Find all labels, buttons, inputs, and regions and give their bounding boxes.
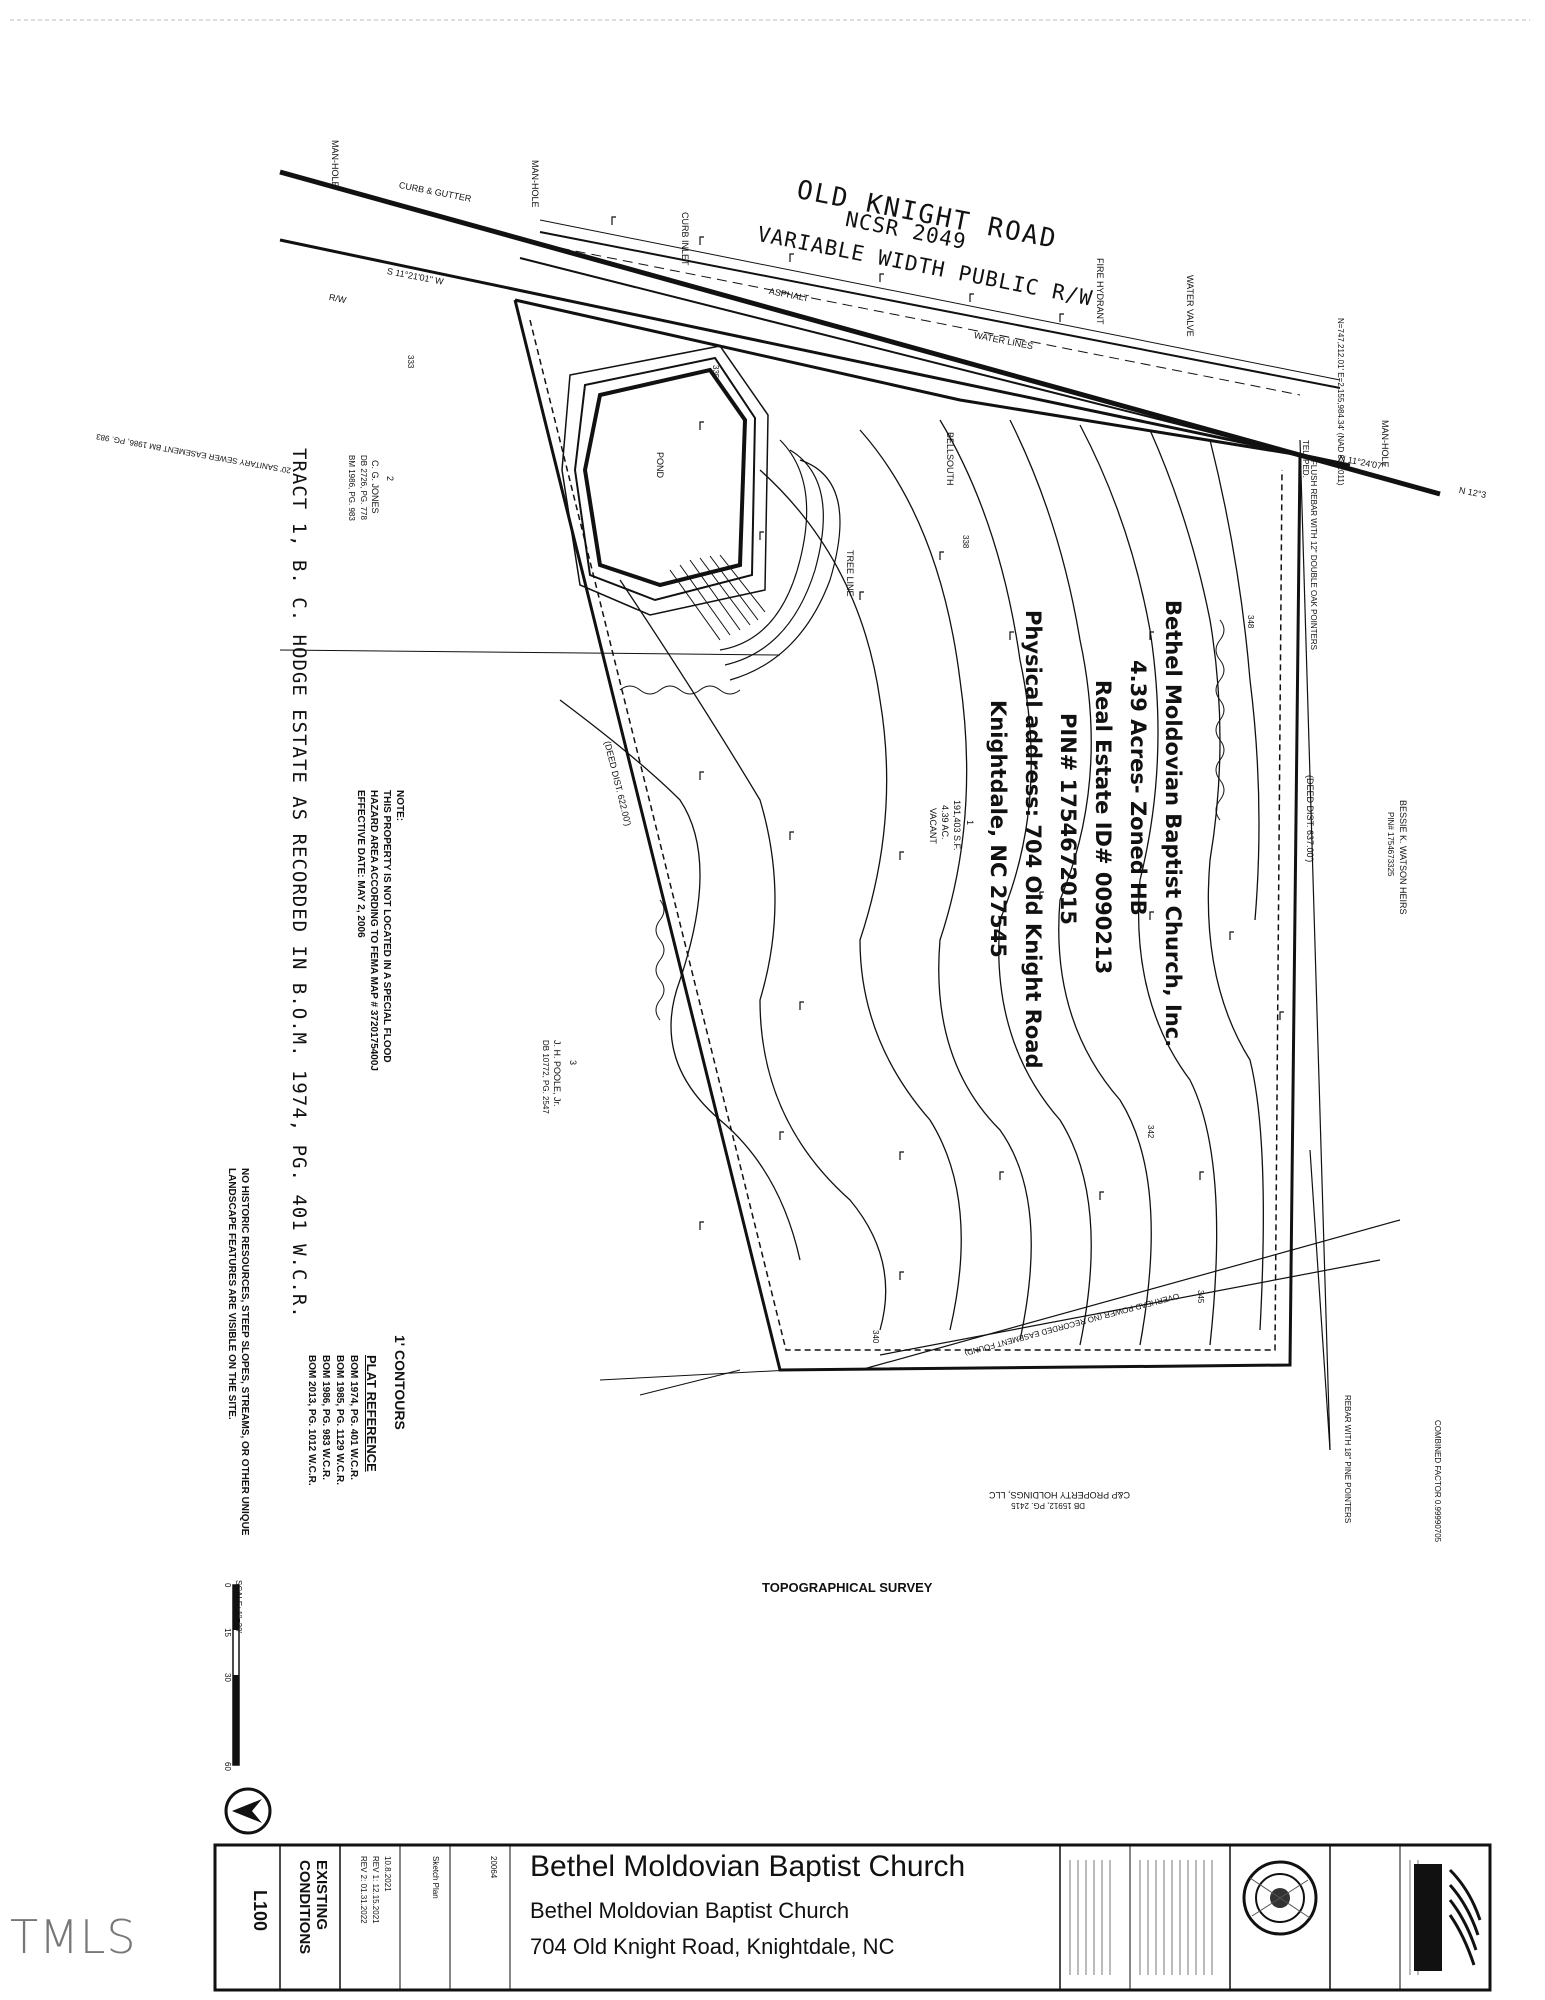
historic-line-2: LANDSCAPE FEATURES ARE VISIBLE ON THE SI… — [226, 1168, 237, 1420]
plat-ref-4: BOM 2013, PG. 1012 W.C.R. — [306, 1355, 317, 1486]
parcel-1-vacant: VACANT — [928, 808, 938, 844]
contour-335-label: 335 — [711, 365, 720, 379]
scale-tick-0: 0 — [223, 1583, 232, 1588]
project-address: 704 Old Knight Road, Knightdale, NC — [530, 1934, 895, 1959]
cp-holdings-label: C&P PROPERTY HOLDINGS, LLC — [988, 1490, 1130, 1500]
callout-owner: Bethel Moldovian Baptist Church, Inc. — [1161, 600, 1185, 1048]
bellsouth-label: BELLSOUTH — [945, 432, 955, 486]
note-line-3: EFFECTIVE DATE: MAY 2, 2006 — [355, 790, 366, 938]
revision-2: REV 2: 01.31.2022 — [359, 1856, 368, 1924]
plat-ref-1: BOM 1974, PG. 401 W.C.R. — [348, 1355, 359, 1481]
contour-340-label: 340 — [871, 1330, 880, 1344]
flush-rebar-label: FLUSH REBAR WITH 12" DOUBLE OAK POINTERS — [1309, 460, 1318, 650]
tract-reference: TRACT 1, B. C. HODGE ESTATE AS RECORDED … — [288, 448, 310, 1319]
scale-label: SCALE: 1"=30' — [234, 1580, 243, 1634]
jones-label: C. G. JONES — [370, 460, 380, 514]
project-phase: Sketch Plan — [431, 1856, 440, 1899]
pond-label: POND — [655, 452, 665, 479]
project-number: 20064 — [489, 1856, 498, 1879]
jones-bm: BM 1986, PG. 983 — [347, 455, 356, 521]
callout-city: Knightdale, NC 27545 — [986, 700, 1010, 958]
contour-342-label: 342 — [1146, 1125, 1155, 1139]
contours-label: 1' CONTOURS — [392, 1335, 408, 1430]
manhole-label-2: MAN-HOLE — [530, 160, 540, 208]
rebar-label: REBAR WITH 18" PINE POINTERS — [1343, 1395, 1352, 1524]
fire-hydrant-label: FIRE HYDRANT — [1095, 258, 1105, 325]
parcel-1-sf: 191,403 S.F. — [952, 800, 962, 851]
combined-factor: COMBINED FACTOR 0.99990705 — [1433, 1420, 1442, 1543]
plat-ref-3: BOM 1986, PG. 983 W.C.R. — [320, 1355, 331, 1481]
manhole-label: MAN-HOLE — [330, 140, 340, 188]
watermark-logo: TMLS — [10, 1910, 137, 1964]
project-title: Bethel Moldovian Baptist Church — [530, 1850, 966, 1883]
sheet-title: EXISTING CONDITIONS — [296, 1860, 330, 1955]
scale-tick-30: 30 — [223, 1673, 232, 1682]
client-name: Bethel Moldovian Baptist Church — [530, 1898, 850, 1923]
firm-logo-icon — [1414, 1864, 1482, 1971]
plat-reference-title: PLAT REFERENCE — [364, 1355, 379, 1472]
note-title: NOTE: — [394, 790, 405, 822]
historic-line-1: NO HISTORIC RESOURCES, STEEP SLOPES, STR… — [239, 1168, 250, 1536]
poole-db: DB 10772, PG. 2547 — [541, 1040, 550, 1114]
contour-348-label: 348 — [1246, 615, 1255, 629]
tel-ped-label: TEL. PED. — [1301, 440, 1310, 478]
note-line-1: THIS PROPERTY IS NOT LOCATED IN A SPECIA… — [381, 790, 392, 1063]
revision-1: REV 1: 12.15.2021 — [371, 1856, 380, 1924]
callout-acres: 4.39 Acres- Zoned HB — [1126, 660, 1150, 916]
seal-icon — [1242, 1860, 1318, 1936]
plat-ref-2: BOM 1985, PG. 1129 W.C.R. — [334, 1355, 345, 1486]
parcel-2-number: 2 — [385, 476, 395, 482]
water-valve-label: WATER VALVE — [1185, 275, 1195, 337]
callout-pin: PIN# 1754672015 — [1056, 713, 1080, 925]
contour-345-label: 345 — [1196, 1290, 1205, 1304]
deed-dist-east: (DEED DIST. 637.00') — [1305, 775, 1315, 863]
parcel-1-acres: 4.39 AC. — [940, 805, 950, 840]
jones-db: DB 2726, PG. 778 — [359, 455, 368, 520]
north-arrow-icon — [224, 1787, 272, 1835]
curb-inlet-label: CURB INLET — [680, 212, 690, 266]
watson-label: BESSIE K. WATSON HEIRS — [1398, 800, 1408, 915]
note-line-2: HAZARD AREA ACCORDING TO FEMA MAP # 3720… — [368, 790, 379, 1071]
tree-line-label: TREE LINE — [845, 550, 855, 597]
survey-title: TOPOGRAPHICAL SURVEY — [762, 1580, 933, 1595]
sheet-date: 10.8.2021 — [383, 1856, 392, 1892]
callout-real-estate-id: Real Estate ID# 0090213 — [1091, 680, 1115, 975]
contour-333-label: 333 — [406, 355, 415, 369]
poole-label: J. H. POOLE, Jr. — [552, 1040, 562, 1107]
scale-tick-60: 60 — [223, 1762, 232, 1771]
contour-338-label: 338 — [961, 535, 970, 549]
scale-bar — [232, 1584, 240, 1766]
parcel-1-number: 1 — [965, 820, 975, 826]
callout-address: Physical address: 704 Old Knight Road — [1021, 610, 1045, 1069]
parcel-3-number: 3 — [568, 1060, 578, 1066]
watson-pin: PIN# 1754673325 — [1386, 812, 1395, 877]
cp-holdings-db: DB 15912, PG. 2415 — [1011, 1501, 1085, 1510]
scale-tick-15: 15 — [223, 1628, 232, 1637]
sheet-number: L100 — [250, 1890, 270, 1932]
coords-label: N=747,212.01' E=2,155,984.34' (NAD 83/20… — [1336, 318, 1345, 486]
